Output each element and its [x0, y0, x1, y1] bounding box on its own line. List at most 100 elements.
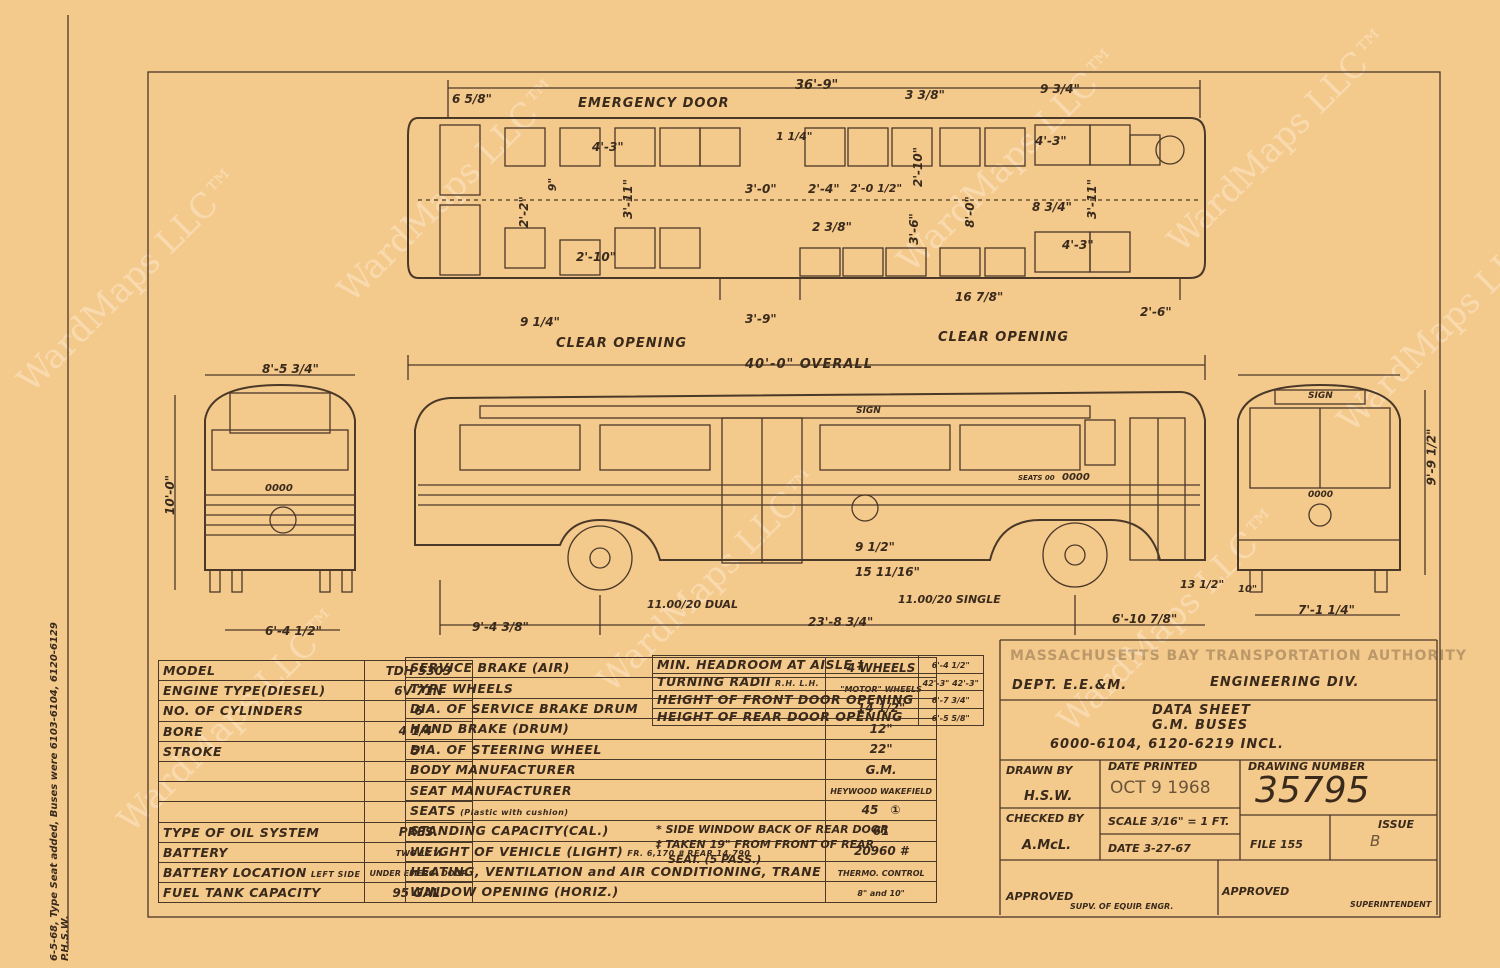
- front-width-label: 8'-5 3/4": [262, 362, 319, 376]
- approved-label: APPROVED: [1006, 890, 1074, 903]
- dim-label: 2'-10": [910, 147, 925, 187]
- supv-label: SUPV. OF EQUIP. ENGR.: [1070, 902, 1174, 911]
- date-printed-value: OCT 9 1968: [1110, 778, 1211, 798]
- spec-row: STANDING CAPACITY(CAL.)61: [404, 820, 938, 842]
- sheet-subtitle: G.M. BUSES: [1152, 718, 1249, 733]
- dim-label: 9 1/4": [520, 315, 560, 329]
- drawing-number: 35795: [1255, 770, 1370, 811]
- front-overhang-label: 9'-4 3/8": [472, 620, 529, 634]
- spec-row: WINDOW OPENING (HORIZ.)8" and 10": [404, 881, 938, 903]
- spec-label: WEIGHT OF VEHICLE (LIGHT)FR. 6,170 # REA…: [404, 840, 827, 862]
- dim-label: 3'-0": [745, 182, 777, 196]
- spec-label: STROKE: [157, 740, 366, 762]
- tire-dual-label: 11.00/20 DUAL: [647, 598, 739, 611]
- dim-label: 8'-0": [962, 196, 977, 228]
- dim-label: 3'-9": [745, 312, 777, 326]
- dim-label: 3'-6": [906, 213, 921, 245]
- drawing-number-label: DRAWING NUMBER: [1248, 760, 1366, 773]
- spec-label: HEIGHT OF FRONT DOOR OPENING: [652, 690, 919, 709]
- superintendent-label: SUPERINTENDENT: [1350, 900, 1432, 909]
- dim-label: 4'-3": [592, 140, 624, 154]
- drawn-by-value: H.S.W.: [1024, 789, 1073, 804]
- spec-label: DIA. OF STEERING WHEEL: [404, 738, 827, 760]
- dim-label: 10": [1238, 584, 1258, 595]
- dim-label: 9 3/4": [1040, 82, 1080, 96]
- issue-label: ISSUE: [1378, 818, 1414, 831]
- clear-opening-label: CLEAR OPENING: [938, 330, 1070, 345]
- dim-label: 3'-11": [620, 179, 635, 219]
- scale-label: SCALE 3/16" = 1 FT.: [1108, 815, 1230, 828]
- approved-label: APPROVED: [1222, 885, 1290, 898]
- wheelbase-label: 23'-8 3/4": [808, 615, 874, 629]
- dim-label: 1 1/4": [776, 130, 813, 143]
- overall-length-label: 36'-9": [795, 78, 839, 93]
- front-height-label: 10'-0": [162, 475, 177, 515]
- dim-label: 2'-4": [808, 182, 840, 196]
- spec-label: BATTERY: [157, 841, 366, 863]
- spec-label: ENGINE TYPE(DIESEL): [157, 680, 366, 702]
- file-label: FILE 155: [1250, 838, 1303, 851]
- spec-label: NO. OF CYLINDERS: [157, 700, 366, 722]
- note-2: ‡ TAKEN 19" FROM FRONT OF REAR: [656, 838, 875, 851]
- spec-label: BORE: [157, 720, 366, 742]
- dim-label: 3'-11": [1084, 179, 1099, 219]
- spec-label: BODY MANUFACTURER: [404, 758, 827, 781]
- dim-label: 13 1/2": [1180, 578, 1225, 591]
- spec-value: 6'-5 5/8": [917, 707, 984, 726]
- dim-label: 6 5/8": [452, 92, 492, 106]
- spec-row: MIN. HEADROOM AT AISLE ‡6'-4 1/2": [652, 655, 984, 674]
- spec-label: [157, 801, 366, 823]
- dim-label: 2'-2": [516, 196, 531, 228]
- spec-label: SEAT MANUFACTURER: [404, 779, 827, 801]
- spec-value: THERMO. CONTROL: [825, 860, 938, 883]
- dim-label: 2 3/8": [812, 220, 852, 234]
- spec-label: MODEL: [157, 659, 366, 682]
- checked-by-label: CHECKED BY: [1006, 812, 1084, 825]
- note-3: SEAT. (5 PASS.): [668, 853, 762, 866]
- spec-label: HEATING, VENTILATION and AIR CONDITIONIN…: [404, 860, 827, 883]
- rear-overhang-label: 6'-10 7/8": [1112, 612, 1178, 626]
- spec-label: [157, 781, 366, 803]
- spec-value: 6'-7 3/4": [917, 690, 984, 709]
- division-label: ENGINEERING DIV.: [1210, 675, 1360, 690]
- spec-row: HEATING, VENTILATION and AIR CONDITIONIN…: [404, 860, 938, 883]
- spec-label: FUEL TANK CAPACITY: [157, 882, 366, 904]
- note-1: * SIDE WINDOW BACK OF REAR DOOR: [656, 823, 889, 836]
- clear-opening-label: CLEAR OPENING: [556, 336, 688, 351]
- date-label: DATE 3-27-67: [1108, 842, 1191, 855]
- rear-track-label: 7'-1 1/4": [1298, 603, 1355, 617]
- dim-label: 2'-6": [1140, 305, 1172, 319]
- rear-sign: SIGN: [1308, 391, 1333, 401]
- spec-value: 6'-4 1/2": [917, 655, 984, 674]
- overall-40-label: 40'-0" OVERALL: [745, 357, 873, 372]
- dim-label: 2'-0 1/2": [850, 182, 903, 195]
- dim-label: 16 7/8": [955, 290, 1004, 304]
- spec-value: 42'-3" 42'-3": [917, 672, 984, 691]
- side-sign: SIGN: [856, 406, 881, 416]
- spec-label: SEATS(Plastic with cushion): [404, 799, 827, 822]
- spec-table-dimensions: MIN. HEADROOM AT AISLE ‡6'-4 1/2"TURNING…: [652, 655, 984, 726]
- spec-value: G.M.: [825, 758, 938, 781]
- front-track-label: 6'-4 1/2": [265, 624, 322, 638]
- spec-value: HEYWOOD WAKEFIELD: [825, 779, 938, 801]
- issue-value: B: [1370, 832, 1381, 850]
- dim-label: 2'-10": [576, 250, 616, 264]
- dim-label: 9 1/2": [855, 540, 895, 554]
- checked-by-value: A.McL.: [1022, 838, 1072, 853]
- emergency-door-label: EMERGENCY DOOR: [578, 96, 730, 111]
- dim-label: 4'-3": [1035, 134, 1067, 148]
- rear-plate: 0000: [1308, 490, 1334, 500]
- spec-value: 22": [825, 738, 938, 760]
